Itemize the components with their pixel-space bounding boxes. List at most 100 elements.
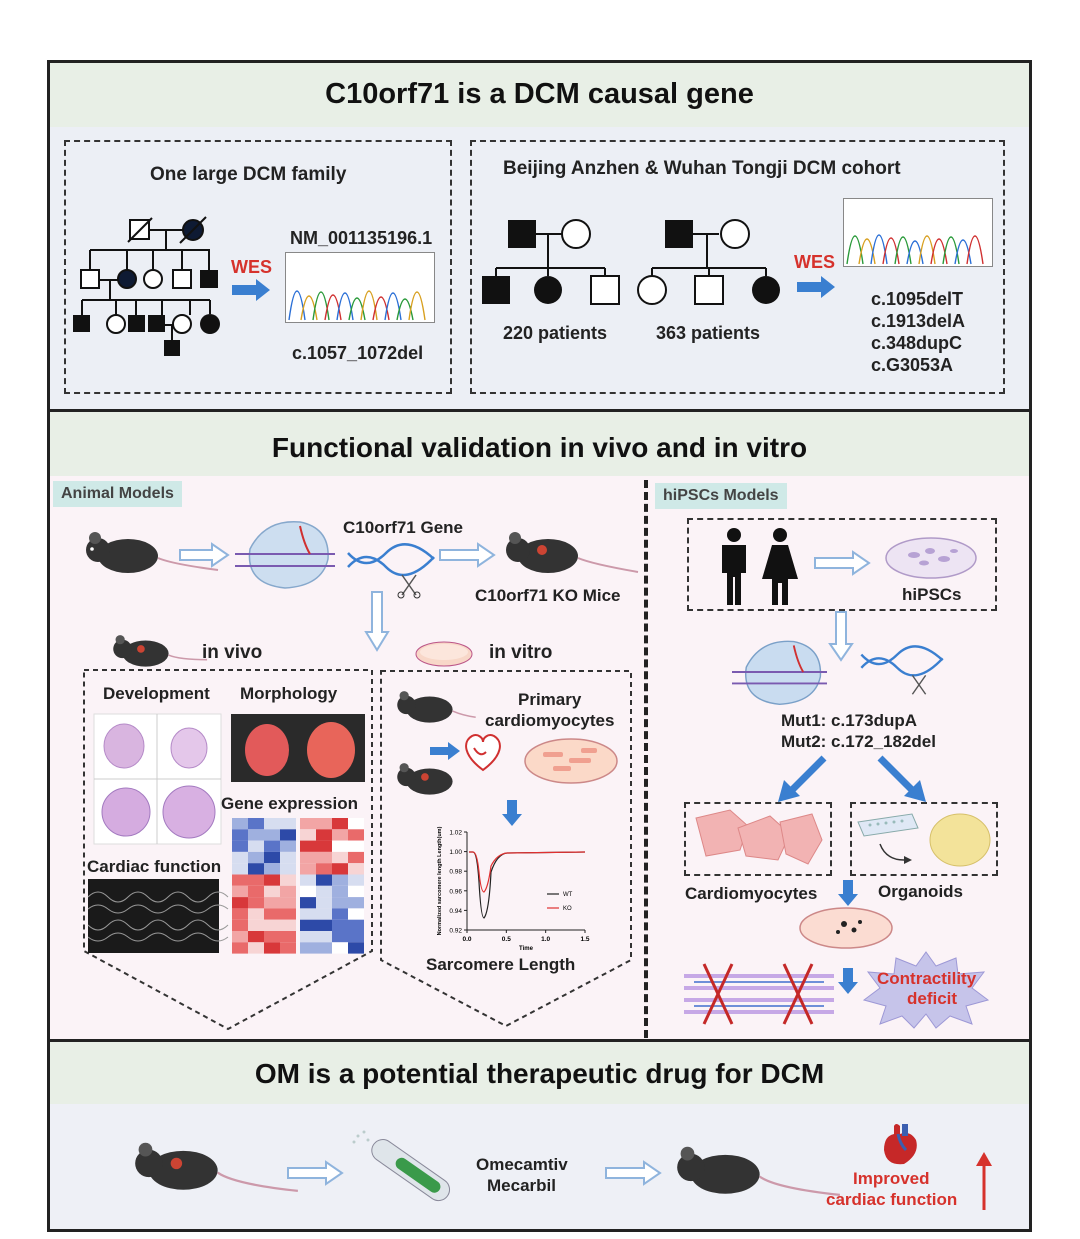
- heatmap-cell: [264, 829, 280, 841]
- y-tick-label: 0.92: [449, 928, 462, 935]
- heatmap-cell: [300, 931, 316, 943]
- y-tick-label: 0.94: [449, 908, 462, 915]
- x-axis-label: Time: [519, 946, 534, 952]
- heatmap-cell: [232, 851, 248, 864]
- mouse-icon: [86, 532, 219, 573]
- heatmap-cell: [280, 851, 296, 864]
- heatmap-cell: [300, 874, 316, 886]
- heatmap-icon: [232, 818, 364, 954]
- arrow-right-icon: [430, 742, 460, 760]
- arrow-right-icon: [232, 279, 270, 301]
- heatmap-cell: [332, 942, 348, 954]
- heatmap-cell: [332, 863, 348, 875]
- heatmap-cell: [280, 818, 296, 830]
- section2-header: [50, 412, 1029, 476]
- hipscs-label: hiPSCs: [902, 585, 962, 604]
- heatmap-cell: [348, 931, 364, 943]
- arrow-outline-icon: [179, 542, 230, 568]
- drug-capsule-icon: [352, 1130, 451, 1202]
- section3-title: OM is a potential therapeutic drug for D…: [254, 1058, 825, 1089]
- heatmap-cell: [248, 942, 264, 954]
- contractility-label-1: Contractility: [877, 969, 977, 988]
- x-tick-label: 0.5: [502, 936, 511, 943]
- heatmap-cell: [248, 851, 264, 864]
- starburst-icon: [862, 951, 990, 1029]
- y-tick-label: 0.96: [449, 888, 462, 895]
- outcome-label-2: cardiac function: [826, 1190, 958, 1209]
- heart-histology-icon: [93, 713, 222, 845]
- heatmap-cell: [316, 818, 332, 830]
- heatmap-cell: [300, 818, 316, 830]
- heatmap-cell: [348, 840, 364, 852]
- cardiomyocytes-label: Cardiomyocytes: [685, 884, 818, 903]
- cohort-panel: [470, 140, 1005, 394]
- mouse-icon: [113, 635, 208, 667]
- heatmap-cell: [248, 931, 264, 943]
- development-label: Development: [103, 684, 210, 703]
- heatmap-cell: [248, 874, 264, 886]
- section1-title: C10orf71 is a DCM causal gene: [325, 78, 754, 110]
- dish-cells-icon: [524, 738, 618, 784]
- ko-mouse-icon: [506, 532, 639, 573]
- heatmap-cell: [332, 829, 348, 841]
- heatmap-cell: [264, 931, 280, 943]
- arrow-down-icon: [502, 800, 522, 826]
- arrow-diagonal-icon: [877, 755, 926, 802]
- heatmap-cell: [300, 851, 316, 864]
- arrow-down-outline-icon: [828, 611, 854, 662]
- heatmap-cell: [280, 908, 296, 920]
- heatmap-cell: [300, 829, 316, 841]
- heatmap-cell: [332, 840, 348, 852]
- heatmap-cell: [280, 840, 296, 852]
- heatmap-cell: [316, 908, 332, 920]
- heatmap-cell: [248, 863, 264, 875]
- heatmap-cell: [300, 942, 316, 954]
- heatmap-cell: [248, 908, 264, 920]
- heatmap-cell: [280, 942, 296, 954]
- arrow-down-icon: [838, 880, 858, 906]
- panel-divider: [644, 480, 648, 1038]
- sanger-chromatogram-icon: [843, 198, 993, 267]
- section3-header: [50, 1042, 1029, 1104]
- heatmap-cell: [264, 874, 280, 886]
- heatmap-cell: [316, 885, 332, 898]
- gene-expression-label: Gene expression: [221, 794, 359, 813]
- heatmap-cell: [264, 863, 280, 875]
- arrow-outline-icon: [439, 542, 496, 568]
- arrow-outline-icon: [605, 1160, 662, 1186]
- heatmap-cell: [264, 885, 280, 898]
- heatmap-cell: [332, 818, 348, 830]
- heatmap-cell: [280, 885, 296, 898]
- heatmap-cell: [332, 851, 348, 864]
- heatmap-cell: [300, 897, 316, 909]
- cohort2-label: 363 patients: [656, 323, 761, 343]
- mouse-icon: [677, 1146, 840, 1197]
- heatmap-cell: [280, 863, 296, 875]
- transcript-label: NM_001135196.1: [290, 228, 433, 248]
- variant-4: c.G3053A: [871, 355, 954, 375]
- crispr-cas9-icon: [732, 640, 827, 706]
- heatmap-cell: [280, 897, 296, 909]
- arrow-up-icon: [976, 1152, 992, 1210]
- cohort-title: Beijing Anzhen & Wuhan Tongji DCM cohort: [503, 158, 901, 179]
- heatmap-cell: [348, 908, 364, 920]
- variant-1: c.1095delT: [871, 289, 964, 309]
- x-tick-label: 0.0: [462, 936, 471, 943]
- heatmap-cell: [248, 840, 264, 852]
- ko-mouse-icon: [397, 763, 453, 795]
- people-icon: [722, 528, 798, 605]
- heatmap-cell: [316, 840, 332, 852]
- contractility-label-2: deficit: [907, 989, 958, 1008]
- organoids-label: Organoids: [878, 882, 964, 901]
- heatmap-cell: [316, 931, 332, 943]
- heatmap-cell: [232, 919, 248, 931]
- heatmap-cell: [332, 885, 348, 898]
- sanger-chromatogram-icon: [285, 252, 435, 323]
- animal-models-tag: Animal Models: [53, 481, 182, 507]
- heatmap-cell: [316, 851, 332, 864]
- y-tick-label: 1.02: [449, 830, 462, 837]
- heart-icon: [465, 734, 501, 772]
- hipsc-source-panel: [687, 518, 997, 611]
- heatmap-cell: [264, 818, 280, 830]
- heatmap-cell: [280, 919, 296, 931]
